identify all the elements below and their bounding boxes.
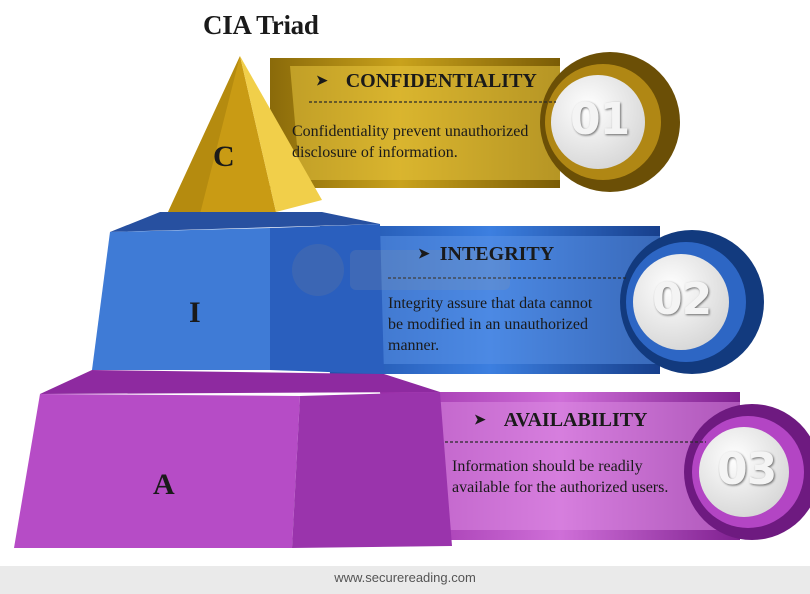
integrity-heading: ➤ INTEGRITY — [418, 243, 554, 266]
number-03: 03 — [717, 444, 777, 495]
tier-letter-c: C — [213, 140, 235, 173]
footer-bar — [0, 566, 810, 594]
integrity-ring — [620, 230, 764, 374]
confidentiality-description-line-2: disclosure of information. — [292, 144, 458, 161]
tier-letter-a: A — [153, 468, 175, 501]
tier-letter-i: I — [189, 296, 201, 329]
confidentiality-description: Confidentiality prevent unauthorized dis… — [292, 121, 528, 163]
availability-band — [380, 392, 740, 540]
availability-heading: ➤ AVAILABILITY — [474, 409, 648, 432]
pyramid-tier-c — [168, 56, 322, 214]
availability-ring — [684, 404, 810, 540]
availability-heading-text: AVAILABILITY — [503, 409, 648, 431]
integrity-heading-text: INTEGRITY — [439, 243, 555, 265]
confidentiality-heading-text: CONFIDENTIALITY — [345, 70, 537, 92]
watermark-logo — [292, 244, 510, 296]
confidentiality-heading: ➤ CONFIDENTIALITY — [316, 70, 537, 93]
number-02: 02 — [652, 274, 712, 325]
arrow-bullet-icon: ➤ — [474, 413, 486, 428]
availability-description-line-2: available for the authorized users. — [452, 479, 669, 496]
availability-description: Information should be readily available … — [452, 456, 668, 498]
integrity-description-line-1: Integrity assure that data cannot — [388, 295, 593, 312]
confidentiality-band — [270, 58, 560, 188]
confidentiality-ring — [540, 52, 680, 192]
pyramid-tier-a — [14, 370, 452, 548]
diagram-title: CIA Triad — [203, 10, 319, 40]
integrity-description: Integrity assure that data cannot be mod… — [388, 293, 592, 356]
integrity-band — [320, 226, 660, 374]
number-01: 01 — [570, 94, 630, 145]
arrow-bullet-icon: ➤ — [418, 247, 430, 262]
integrity-description-line-2: be modified in an unauthorized — [388, 316, 588, 333]
confidentiality-description-line-1: Confidentiality prevent unauthorized — [292, 123, 529, 140]
pyramid-tier-i — [92, 212, 384, 374]
availability-description-line-1: Information should be readily — [452, 458, 643, 475]
arrow-bullet-icon: ➤ — [316, 74, 328, 89]
footer-url: www.securereading.com — [334, 570, 476, 585]
integrity-description-line-3: manner. — [388, 337, 440, 354]
